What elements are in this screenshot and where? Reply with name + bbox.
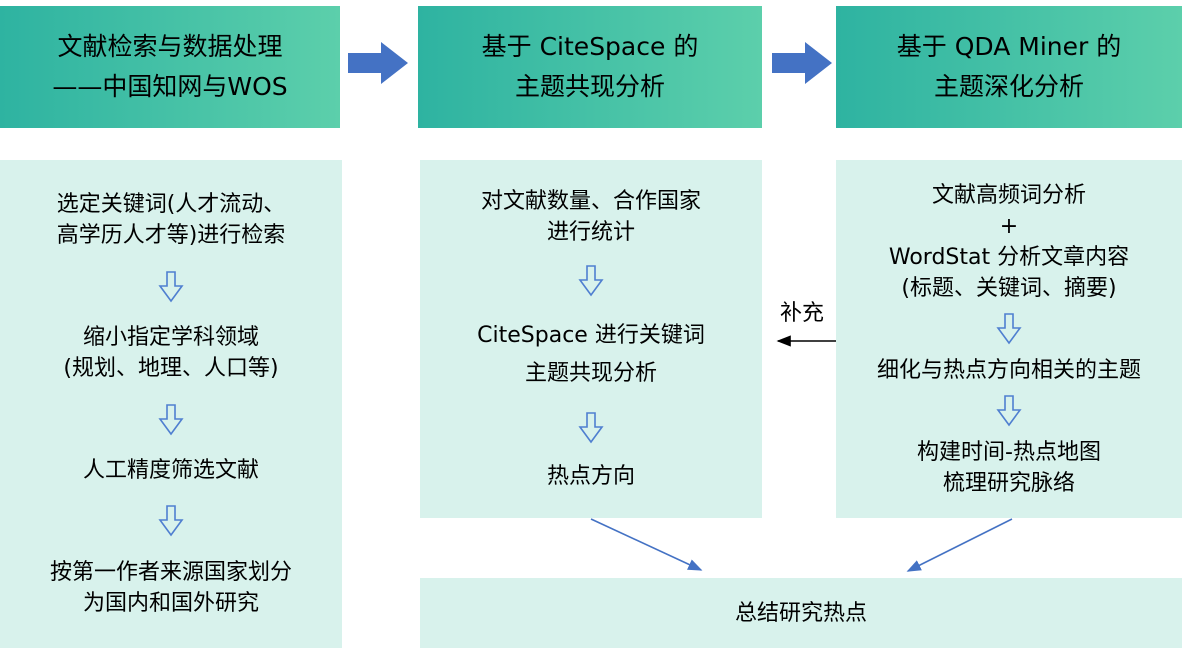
header-line: ——中国知网与WOS <box>52 72 288 101</box>
right-block-arrow-shape <box>772 42 832 84</box>
header-box-qdaminer-analysis: 基于 QDA Miner 的 主题深化分析 <box>836 6 1182 128</box>
down-hollow-arrow-shape <box>158 403 184 435</box>
down-hollow-arrow-icon <box>158 403 184 435</box>
header-line: 基于 QDA Miner 的 <box>896 32 1122 61</box>
step-keyword-selection: 选定关键词(人才流动、 高学历人才等)进行检索 <box>57 189 286 251</box>
header-line: 主题深化分析 <box>933 72 1084 101</box>
down-hollow-arrow-shape <box>578 264 604 297</box>
down-hollow-arrow-shape <box>996 313 1022 345</box>
down-hollow-arrow-shape <box>578 412 604 444</box>
step-refine-hotspot-topics: 细化与热点方向相关的主题 <box>877 355 1141 386</box>
step-line: 选定关键词(人才流动、 <box>56 192 286 218</box>
header-line: 主题共现分析 <box>514 72 665 101</box>
step-line: CiteSpace 进行关键词 <box>477 322 705 348</box>
step-line: (规划、地理、人口等) <box>63 356 279 382</box>
step-time-hotspot-map: 构建时间-热点地图 梳理研究脉络 <box>917 437 1101 499</box>
mid-to-summary-arrow <box>590 518 703 571</box>
down-hollow-arrow-icon <box>578 412 604 444</box>
left-process-box: 选定关键词(人才流动、 高学历人才等)进行检索 缩小指定学科领域 (规划、地理、… <box>0 160 342 648</box>
step-line: 缩小指定学科领域 <box>82 325 259 351</box>
header-box-citespace-analysis: 基于 CiteSpace 的 主题共现分析 <box>418 6 762 128</box>
header-line: 文献检索与数据处理 <box>57 32 283 61</box>
step-citespace-cooccurrence: CiteSpace 进行关键词 主题共现分析 <box>477 313 705 396</box>
down-hollow-arrow-shape <box>158 270 184 303</box>
right-block-arrow-shape <box>348 42 408 84</box>
supplement-label: 补充 <box>779 301 824 326</box>
step-line: 热点方向 <box>546 463 635 489</box>
step-high-frequency-wordstat: 文献高频词分析 + WordStat 分析文章内容 (标题、关键词、摘要) <box>889 180 1129 304</box>
middle-process-box: 对文献数量、合作国家 进行统计 CiteSpace 进行关键词 主题共现分析 热… <box>420 160 762 518</box>
step-line: 梳理研究脉络 <box>942 470 1075 496</box>
right-process-box: 文献高频词分析 + WordStat 分析文章内容 (标题、关键词、摘要) 细化… <box>836 160 1182 518</box>
down-hollow-arrow-icon <box>158 270 184 303</box>
summary-box: 总结研究热点 <box>420 578 1182 648</box>
step-statistics: 对文献数量、合作国家 进行统计 <box>481 186 701 248</box>
summary-label: 总结研究热点 <box>734 600 867 626</box>
step-line: 进行统计 <box>546 220 635 246</box>
step-line: 人工精度筛选文献 <box>82 457 259 483</box>
down-hollow-arrow-shape <box>158 505 184 537</box>
step-line: + <box>999 213 1019 239</box>
step-line: 对文献数量、合作国家 <box>480 189 701 215</box>
step-line: WordStat 分析文章内容 <box>888 244 1130 270</box>
header-box-literature-search: 文献检索与数据处理 ——中国知网与WOS <box>0 6 340 128</box>
step-line: 主题共现分析 <box>524 360 657 386</box>
right-block-arrow-icon <box>348 42 408 84</box>
step-divide-by-first-author: 按第一作者来源国家划分 为国内和国外研究 <box>50 557 292 619</box>
right-to-summary-arrow <box>906 518 1013 572</box>
step-line: 按第一作者来源国家划分 <box>49 559 292 585</box>
step-hotspot-direction: 热点方向 <box>547 461 635 492</box>
step-line: 文献高频词分析 <box>931 182 1086 208</box>
step-manual-screening: 人工精度筛选文献 <box>83 455 259 486</box>
down-hollow-arrow-shape <box>996 395 1022 427</box>
step-line: 为国内和国外研究 <box>82 590 259 616</box>
header-line: 基于 CiteSpace 的 <box>481 32 699 61</box>
down-hollow-arrow-icon <box>996 313 1022 345</box>
step-line: 构建时间-热点地图 <box>917 439 1101 465</box>
step-line: 高学历人才等)进行检索 <box>56 223 286 249</box>
step-line: 细化与热点方向相关的主题 <box>876 357 1141 383</box>
down-hollow-arrow-icon <box>158 505 184 537</box>
right-block-arrow-icon <box>772 42 832 84</box>
down-hollow-arrow-icon <box>996 395 1022 427</box>
step-line: (标题、关键词、摘要) <box>901 275 1117 301</box>
step-narrow-discipline: 缩小指定学科领域 (规划、地理、人口等) <box>63 322 278 384</box>
down-hollow-arrow-icon <box>578 264 604 297</box>
